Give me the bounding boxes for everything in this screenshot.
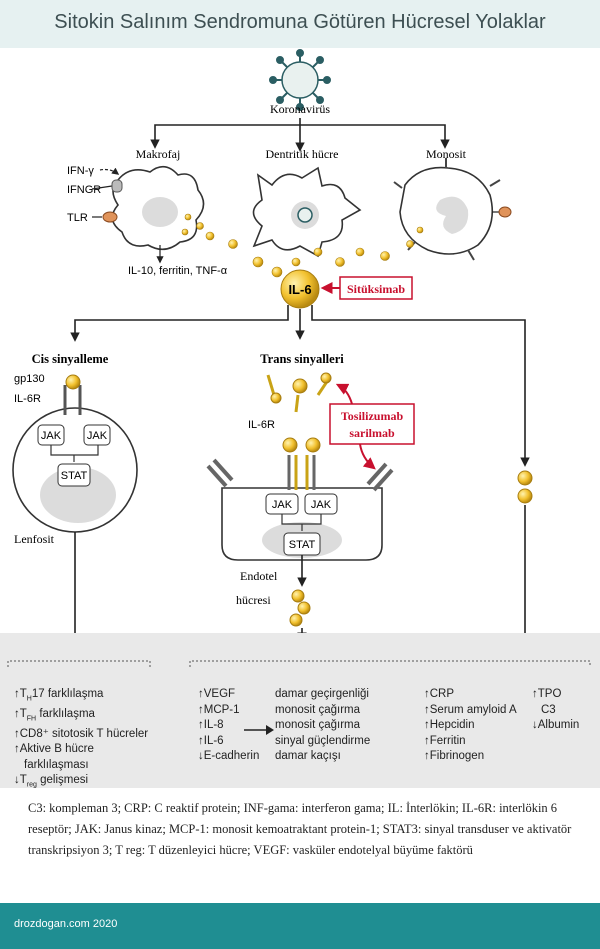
effect-amplification: sinyal güçlendirme: [275, 734, 371, 747]
il6-branch-arrows: [70, 305, 530, 467]
marker-albumin: ↓Albumin: [532, 719, 580, 731]
il6-label: IL-6: [288, 282, 311, 297]
marker-il8: ↑IL-8: [198, 719, 224, 731]
ifn-gamma-label: IFN-γ: [67, 165, 94, 177]
tocilizumab-label-1: Tosilizumab: [341, 409, 404, 423]
effect-b-cell-cont: farklılaşması: [24, 758, 89, 771]
marker-arrow: [244, 725, 274, 735]
page-title: Sitokin Salınım Sendromuna Götüren Hücre…: [54, 11, 546, 33]
monocyte-label: Monosit: [426, 147, 467, 161]
coronavirus-label: Koronavirüs: [270, 102, 330, 116]
tlr-label: TLR: [67, 212, 88, 224]
dendritic-cell: [252, 166, 362, 258]
effect-monocyte-2: monosit çağırma: [275, 719, 361, 731]
effect-treg: ↓Treg gelişmesi: [14, 774, 89, 789]
endothelial-cell: [206, 437, 394, 587]
trans-effects-list: damar geçirgenliği monosit çağırma monos…: [275, 687, 370, 765]
jak-mid-1: JAK: [272, 499, 293, 511]
macrophage-cell: [111, 165, 205, 251]
effect-monocyte-1: monosit çağırma: [275, 703, 361, 716]
cytokine-dots: [181, 213, 424, 278]
marker-c3: C3: [541, 703, 556, 716]
marker-ferritin: ↑Ferritin: [424, 734, 466, 747]
macrophage-products: IL-10, ferritin, TNF-α: [128, 265, 228, 277]
footer-bar: drozdogan.com 2020: [0, 903, 600, 949]
marker-ecadherin: ↓E-cadherin: [198, 750, 260, 762]
marker-fibrinogen: ↑Fibrinogen: [424, 750, 485, 762]
marker-il6: ↑IL-6: [198, 734, 224, 747]
footer-credit: drozdogan.com 2020: [14, 918, 118, 930]
gp130-label: gp130: [14, 373, 45, 385]
output-arrows: [74, 505, 526, 633]
trans-signaling-title: Trans sinyalleri: [260, 352, 344, 366]
lymphocyte-cell: [12, 374, 138, 533]
title-band: [0, 0, 600, 48]
marker-mcp1: ↑MCP-1: [198, 703, 240, 716]
effects-panel: ↑TH17 farklılaşma ↑TFH farklılaşma ↑CD8⁺…: [0, 633, 600, 788]
ifngr-receptor-icon: [91, 179, 123, 193]
monocyte-cell: [393, 158, 512, 261]
endothelial-il6-output: [289, 589, 311, 627]
dendritic-label: Dentritik hücre: [266, 147, 339, 161]
stat-mid: STAT: [289, 539, 316, 551]
cis-effects-list: ↑TH17 farklılaşma ↑TFH farklılaşma ↑CD8⁺…: [14, 687, 148, 793]
effect-tfh: ↑TFH farklılaşma: [14, 707, 95, 723]
marker-hepcidin: ↑Hepcidin: [424, 719, 475, 731]
jak-mid-2: JAK: [311, 499, 332, 511]
effect-permeability: damar geçirgenliği: [275, 688, 369, 700]
virus-branch-arrows: [150, 118, 450, 152]
jak-left-1: JAK: [41, 430, 62, 442]
liver-il6-balls: [517, 470, 533, 504]
il6r-left-label: IL-6R: [14, 393, 41, 405]
endothelial-label-2: hücresi: [236, 593, 271, 607]
ifngr-label: IFNGR: [67, 184, 101, 196]
endothelial-label-1: Endotel: [240, 569, 278, 583]
siltuximab-label: Sitüksimab: [347, 282, 405, 296]
marker-vegf: ↑VEGF: [198, 688, 236, 700]
effect-cd8: ↑CD8⁺ sitotosik T hücreler: [14, 727, 149, 740]
ifn-gamma-arrow: [99, 167, 120, 175]
macrophage-label: Makrofaj: [136, 147, 181, 161]
soluble-il6r-icons: [266, 372, 332, 413]
tocilizumab-label-2: sarilmab: [349, 426, 395, 440]
effect-th17: ↑TH17 farklılaşma: [14, 688, 104, 703]
stat-left: STAT: [61, 470, 88, 482]
il6-ball: [280, 269, 320, 309]
il6r-mid-label: IL-6R: [248, 419, 275, 431]
pathway-diagram: Koronavirüs Makrofaj Dentritik hücre Mon…: [12, 49, 533, 633]
marker-crp: ↑CRP: [424, 688, 455, 700]
marker-saa: ↑Serum amyloid A: [424, 703, 517, 716]
tlr-receptor-icon: [92, 211, 118, 223]
effect-leak: damar kaçışı: [275, 750, 341, 762]
effects-bracket: [7, 660, 591, 667]
acute-phase-list-a: ↑CRP ↑Serum amyloid A ↑Hepcidin ↑Ferriti…: [424, 687, 517, 765]
effect-b-cell: ↑Aktive B hücre: [14, 743, 94, 756]
tocilizumab-inhibitor: [329, 383, 415, 470]
coronavirus-icon: [269, 49, 331, 111]
cis-signaling-title: Cis sinyalleme: [32, 352, 109, 366]
acute-phase-list-b: ↑TPO C3 ↓Albumin: [532, 687, 579, 734]
jak-left-2: JAK: [87, 430, 108, 442]
siltuximab-inhibitor: [320, 276, 413, 300]
abbreviation-legend: C3: kompleman 3; CRP: C reaktif protein;…: [28, 801, 572, 857]
trans-markers-list: ↑VEGF ↑MCP-1 ↑IL-8 ↑IL-6 ↓E-cadherin: [198, 687, 259, 765]
marker-tpo: ↑TPO: [532, 688, 562, 700]
lymphocyte-label: Lenfosit: [14, 532, 55, 546]
